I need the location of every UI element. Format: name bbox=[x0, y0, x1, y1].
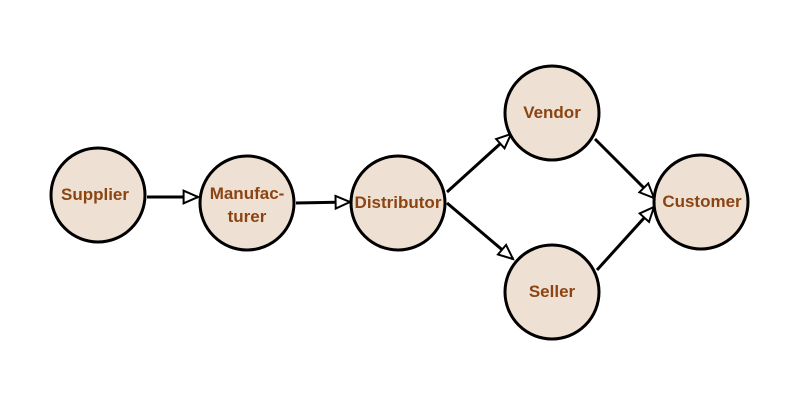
node-circle bbox=[503, 64, 601, 162]
node-manufacturer: Manufac- turer bbox=[198, 154, 296, 252]
edge-distributor-vendor bbox=[445, 134, 511, 194]
node-label-manufacturer-line1: Manufac- bbox=[210, 184, 285, 203]
node-label-manufacturer-line2: turer bbox=[228, 207, 267, 226]
node-label-vendor: Vendor bbox=[523, 103, 581, 122]
edge-manufacturer-distributor bbox=[295, 202, 350, 203]
node-seller: Seller bbox=[503, 243, 601, 341]
node-supplier: Supplier bbox=[49, 146, 147, 244]
node-customer: Customer bbox=[652, 153, 750, 251]
node-circle bbox=[198, 154, 296, 252]
node-label-customer: Customer bbox=[662, 192, 742, 211]
edges bbox=[147, 134, 654, 272]
node-distributor: Distributor bbox=[349, 154, 447, 252]
node-circle bbox=[503, 243, 601, 341]
edge-distributor-seller bbox=[446, 201, 513, 259]
node-label-supplier: Supplier bbox=[61, 185, 129, 204]
edge-vendor-customer bbox=[593, 137, 654, 198]
node-vendor: Vendor bbox=[503, 64, 601, 162]
edge-seller-customer bbox=[595, 207, 654, 272]
node-circle bbox=[49, 146, 147, 244]
node-label-seller: Seller bbox=[529, 282, 576, 301]
node-label-distributor: Distributor bbox=[355, 193, 442, 212]
node-circle bbox=[349, 154, 447, 252]
node-circle bbox=[652, 153, 750, 251]
